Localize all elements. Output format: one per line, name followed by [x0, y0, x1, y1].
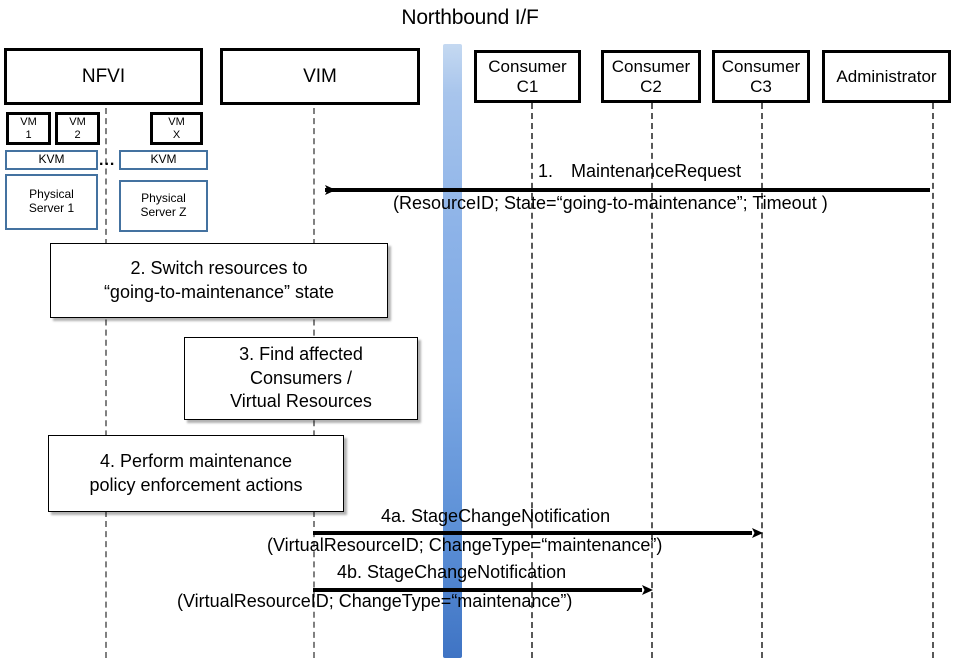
lifeline-consumer-c1	[531, 103, 533, 658]
physical-server-z-box: Physical Server Z	[119, 180, 208, 232]
servers-ellipsis: ...	[99, 152, 116, 169]
northbound-interface-bar	[443, 44, 462, 658]
vm-box-x-label: VM X	[168, 116, 185, 141]
actor-consumer-c3[interactable]: Consumer C3	[712, 50, 810, 103]
message-1-name: 1. MaintenanceRequest	[538, 161, 742, 181]
vm-box-x: VM X	[150, 112, 203, 145]
message-1-params: (ResourceID; State=“going-to-maintenance…	[393, 193, 828, 213]
page-title: Northbound I/F	[401, 6, 539, 29]
actor-nfvi[interactable]: NFVI	[4, 48, 203, 105]
physical-server-1-box: Physical Server 1	[5, 174, 98, 230]
kvm-box-1-label: KVM	[38, 152, 65, 167]
actor-administrator[interactable]: Administrator	[822, 50, 951, 103]
vm-box-1-label: VM 1	[20, 116, 37, 141]
actor-consumer-c1[interactable]: Consumer C1	[474, 50, 581, 103]
kvm-box-2-label: KVM	[150, 152, 177, 167]
message-4b-name: 4b. StageChangeNotification	[337, 562, 567, 582]
vm-box-2: VM 2	[55, 112, 100, 145]
actor-administrator-label: Administrator	[836, 66, 937, 86]
kvm-box-1: KVM	[5, 150, 98, 170]
message-4a-params: (VirtualResourceID; ChangeType=“maintena…	[267, 535, 663, 555]
actor-consumer-c1-label: Consumer C1	[488, 57, 567, 96]
kvm-box-2: KVM	[119, 150, 208, 170]
process-step-2-text: 2. Switch resources to “going-to-mainten…	[103, 258, 335, 302]
actor-nfvi-label: NFVI	[81, 65, 126, 87]
actor-consumer-c2[interactable]: Consumer C2	[601, 50, 701, 103]
actor-vim-label: VIM	[303, 65, 337, 87]
process-step-4-text: 4. Perform maintenance policy enforcemen…	[89, 451, 303, 495]
actor-consumer-c3-label: Consumer C3	[721, 57, 801, 96]
message-4b-params: (VirtualResourceID; ChangeType=“maintena…	[177, 591, 573, 611]
message-4a-name: 4a. StageChangeNotification	[381, 506, 611, 526]
lifeline-administrator	[932, 103, 934, 658]
lifeline-consumer-c2	[651, 103, 653, 658]
process-step-2: 2. Switch resources to “going-to-mainten…	[50, 243, 388, 318]
process-step-4: 4. Perform maintenance policy enforcemen…	[48, 435, 344, 512]
process-step-3: 3. Find affected Consumers / Virtual Res…	[184, 337, 418, 420]
actor-consumer-c2-label: Consumer C2	[611, 57, 691, 96]
process-step-3-text: 3. Find affected Consumers / Virtual Res…	[230, 344, 372, 412]
lifeline-nfvi	[105, 108, 107, 658]
physical-server-z-label: Physical Server Z	[140, 191, 187, 219]
vm-box-1: VM 1	[6, 112, 51, 145]
physical-server-1-label: Physical Server 1	[28, 187, 75, 215]
vm-box-2-label: VM 2	[69, 116, 86, 141]
actor-vim[interactable]: VIM	[220, 48, 420, 105]
lifeline-consumer-c3	[761, 103, 763, 658]
